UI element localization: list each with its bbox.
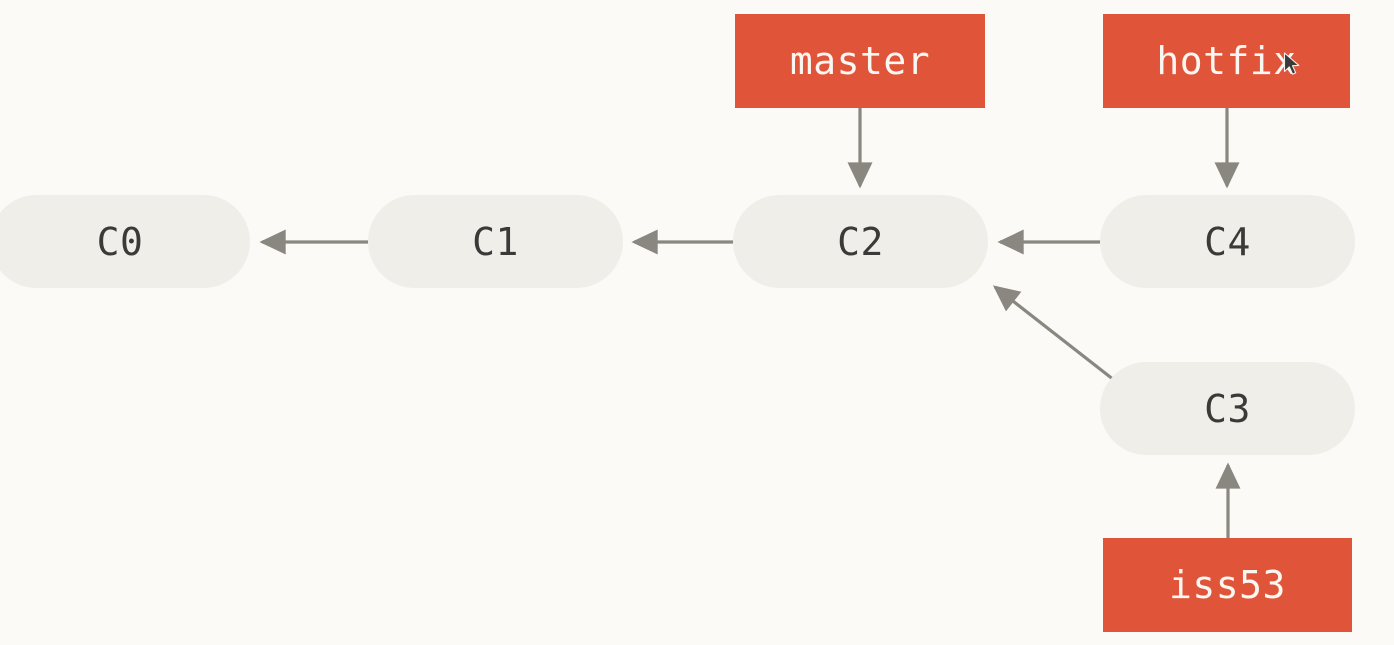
edge-c3-to-c2 xyxy=(992,285,1115,382)
branch-label-master[interactable]: master xyxy=(735,14,985,108)
commit-label-c2: C2 xyxy=(837,219,884,264)
commit-node-c3[interactable]: C3 xyxy=(1100,362,1355,455)
commit-label-c4: C4 xyxy=(1204,219,1251,264)
commit-node-c2[interactable]: C2 xyxy=(733,195,988,288)
commit-label-c1: C1 xyxy=(472,219,519,264)
commit-node-c0[interactable]: C0 xyxy=(0,195,250,288)
branch-label-iss53[interactable]: iss53 xyxy=(1103,538,1352,632)
commit-node-c4[interactable]: C4 xyxy=(1100,195,1355,288)
commit-label-c0: C0 xyxy=(96,219,144,264)
commit-label-c3: C3 xyxy=(1204,386,1251,431)
commit-node-c1[interactable]: C1 xyxy=(368,195,623,288)
branch-label-hotfix-text: hotfix xyxy=(1156,39,1297,83)
branch-label-iss53-text: iss53 xyxy=(1169,563,1286,607)
branch-label-master-text: master xyxy=(789,39,931,83)
branch-label-hotfix[interactable]: hotfix xyxy=(1103,14,1350,108)
